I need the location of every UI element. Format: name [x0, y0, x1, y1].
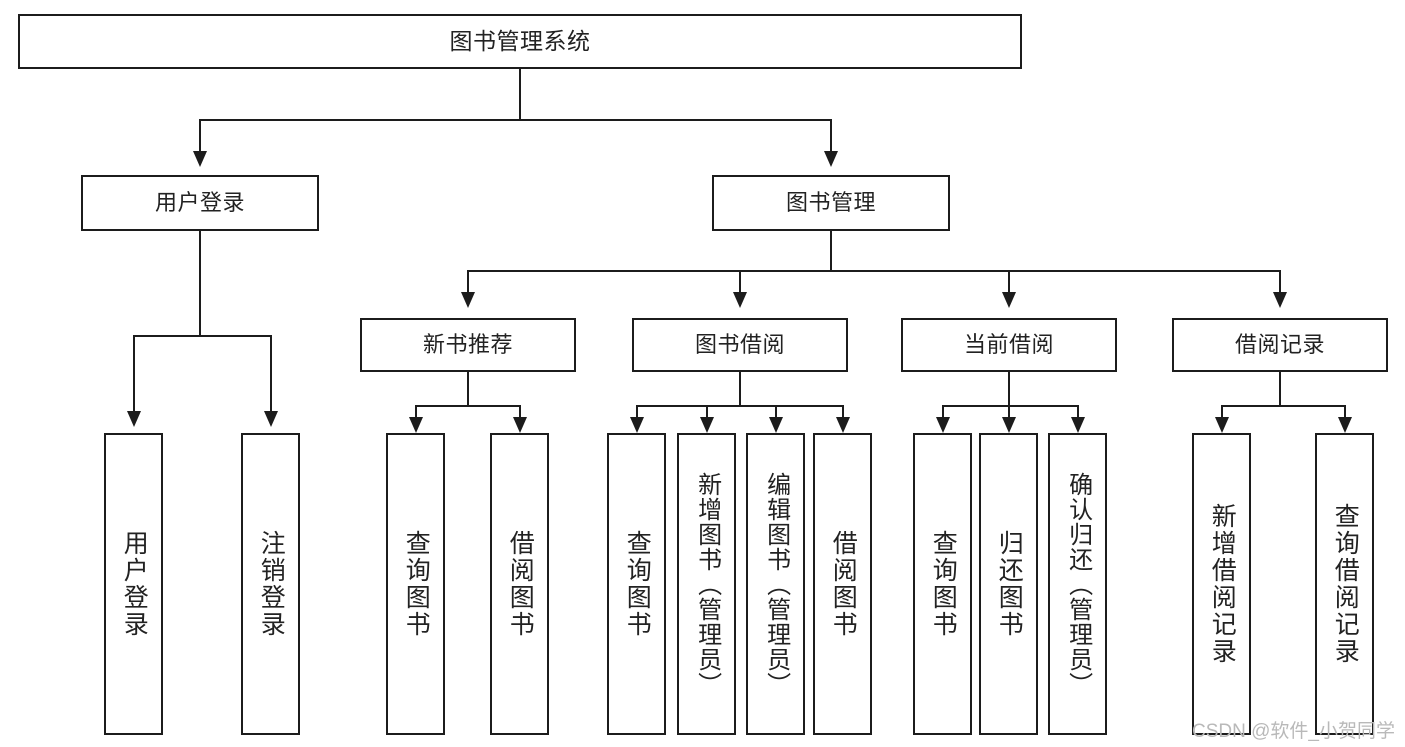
leaf-label: 新增图书（管理员）: [693, 471, 721, 697]
connector-drop-cb-confirm: [1077, 405, 1079, 419]
connector-drop-current-borrow: [1008, 270, 1010, 294]
connector-book-management-bus: [467, 270, 1280, 272]
node-root-book-management-system[interactable]: 图书管理系统: [18, 14, 1022, 69]
leaf-user-login[interactable]: 用户登录: [104, 433, 163, 735]
node-label: 当前借阅: [963, 331, 1054, 357]
connector-drop-cb-query: [942, 405, 944, 419]
connector-drop-cb-return: [1008, 405, 1010, 419]
arrowhead-bb-borrow: [836, 417, 850, 433]
leaf-label: 查询图书: [402, 530, 431, 638]
connector-book-borrow-bus: [636, 405, 842, 407]
arrowhead-current-borrow: [1002, 292, 1016, 308]
connector-drop-bb-borrow: [842, 405, 844, 419]
leaf-nb-query-book[interactable]: 查询图书: [386, 433, 445, 735]
connector-root-stem: [519, 69, 521, 119]
node-user-login[interactable]: 用户登录: [81, 175, 319, 231]
leaf-cb-return-book[interactable]: 归还图书: [979, 433, 1038, 735]
arrowhead-login: [127, 411, 141, 427]
leaf-logout[interactable]: 注销登录: [241, 433, 300, 735]
connector-drop-nb-query: [415, 405, 417, 419]
leaf-br-query-record[interactable]: 查询借阅记录: [1315, 433, 1374, 735]
node-label: 新书推荐: [422, 331, 513, 357]
leaf-br-add-record[interactable]: 新增借阅记录: [1192, 433, 1251, 735]
connector-drop-br-add: [1221, 405, 1223, 419]
arrowhead-bb-query: [630, 417, 644, 433]
connector-drop-bb-query: [636, 405, 638, 419]
connector-drop-bb-add: [706, 405, 708, 419]
arrowhead-book-management: [824, 151, 838, 167]
arrowhead-user-login: [193, 151, 207, 167]
connector-new-book-bus: [415, 405, 519, 407]
arrowhead-nb-query: [409, 417, 423, 433]
arrowhead-cb-confirm: [1071, 417, 1085, 433]
leaf-label: 查询图书: [623, 530, 652, 638]
connector-current-borrow-bus: [942, 405, 1079, 407]
connector-drop-login: [133, 335, 135, 413]
connector-drop-br-query: [1344, 405, 1346, 419]
arrowhead-cb-query: [936, 417, 950, 433]
arrowhead-borrow-record: [1273, 292, 1287, 308]
leaf-bb-edit-book-admin[interactable]: 编辑图书（管理员）: [746, 433, 805, 735]
leaf-label: 确认归还（管理员）: [1064, 471, 1092, 697]
leaf-cb-confirm-return-admin[interactable]: 确认归还（管理员）: [1048, 433, 1107, 735]
connector-drop-book-borrow: [739, 270, 741, 294]
connector-drop-logout: [270, 335, 272, 413]
connector-borrow-record-bus: [1221, 405, 1345, 407]
leaf-label: 查询图书: [929, 530, 958, 638]
connector-drop-bb-edit: [775, 405, 777, 419]
arrowhead-br-query: [1338, 417, 1352, 433]
connector-user-login-bus: [133, 335, 272, 337]
leaf-label: 注销登录: [257, 530, 286, 638]
leaf-nb-borrow-book[interactable]: 借阅图书: [490, 433, 549, 735]
node-label: 图书管理系统: [449, 27, 591, 54]
leaf-bb-query-book[interactable]: 查询图书: [607, 433, 666, 735]
connector-root-bus: [199, 119, 832, 121]
node-label: 用户登录: [154, 189, 245, 215]
arrowhead-br-add: [1215, 417, 1229, 433]
connector-user-login-stem: [199, 231, 201, 335]
watermark-text: CSDN @软件_小贺同学: [1192, 721, 1395, 742]
connector-new-book-stem: [467, 372, 469, 405]
leaf-label: 借阅图书: [829, 530, 858, 638]
arrowhead-logout: [264, 411, 278, 427]
node-label: 图书借阅: [694, 331, 785, 357]
connector-drop-borrow-record: [1279, 270, 1281, 294]
leaf-label: 查询借阅记录: [1331, 503, 1360, 665]
leaf-bb-add-book-admin[interactable]: 新增图书（管理员）: [677, 433, 736, 735]
node-book-management[interactable]: 图书管理: [712, 175, 950, 231]
connector-drop-nb-borrow: [519, 405, 521, 419]
leaf-cb-query-book[interactable]: 查询图书: [913, 433, 972, 735]
connector-current-borrow-stem: [1008, 372, 1010, 405]
leaf-label: 新增借阅记录: [1208, 503, 1237, 665]
node-label: 图书管理: [785, 189, 876, 215]
connector-borrow-record-stem: [1279, 372, 1281, 405]
node-current-borrow[interactable]: 当前借阅: [901, 318, 1117, 372]
node-borrow-record[interactable]: 借阅记录: [1172, 318, 1388, 372]
node-book-borrow[interactable]: 图书借阅: [632, 318, 848, 372]
leaf-label: 归还图书: [995, 530, 1024, 638]
arrowhead-new-book: [461, 292, 475, 308]
node-label: 借阅记录: [1234, 331, 1325, 357]
arrowhead-bb-edit: [769, 417, 783, 433]
connector-book-management-stem: [830, 231, 832, 272]
connector-drop-book-management: [830, 119, 832, 154]
leaf-label: 用户登录: [120, 530, 149, 638]
arrowhead-cb-return: [1002, 417, 1016, 433]
arrowhead-nb-borrow: [513, 417, 527, 433]
leaf-label: 借阅图书: [506, 530, 535, 638]
leaf-bb-borrow-book[interactable]: 借阅图书: [813, 433, 872, 735]
connector-book-borrow-stem: [739, 372, 741, 405]
connector-drop-user-login: [199, 119, 201, 154]
arrowhead-book-borrow: [733, 292, 747, 308]
arrowhead-bb-add: [700, 417, 714, 433]
leaf-label: 编辑图书（管理员）: [762, 471, 790, 697]
connector-drop-new-book: [467, 270, 469, 294]
node-new-book-recommend[interactable]: 新书推荐: [360, 318, 576, 372]
